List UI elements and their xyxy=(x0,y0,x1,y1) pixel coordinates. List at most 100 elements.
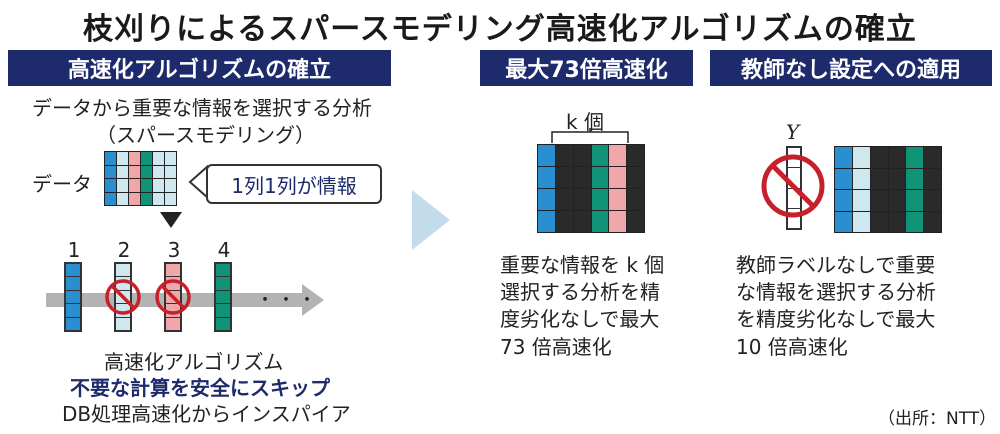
column-bar-4 xyxy=(214,262,232,332)
left-caption-1: 高速化アルゴリズム xyxy=(104,350,284,374)
column-number: 3 xyxy=(167,238,181,262)
matrix-cell xyxy=(870,168,889,190)
left-caption-2: 不要な計算を安全にスキップ xyxy=(70,376,330,400)
middle-description: 重要な情報を k 個 選択する分析を精 度劣化なしで最大 73 倍高速化 xyxy=(500,252,664,361)
middle-text-line: 度劣化なしで最大 xyxy=(500,307,660,332)
info-bubble: 1列1列が情報 xyxy=(206,164,382,204)
matrix-cell xyxy=(141,179,153,193)
matrix-cell xyxy=(538,211,556,233)
matrix-cell xyxy=(105,192,117,206)
matrix-cell xyxy=(117,165,129,179)
k-bracket xyxy=(551,128,629,143)
matrix-cell xyxy=(105,179,117,193)
matrix-cell xyxy=(906,168,925,190)
matrix-cell xyxy=(117,192,129,206)
matrix-cell xyxy=(555,211,574,233)
middle-panel-header: 最大73倍高速化 xyxy=(480,50,693,86)
source-note: （出所：NTT） xyxy=(878,409,997,429)
prohibited-icon xyxy=(105,279,141,315)
matrix-cell xyxy=(924,168,942,190)
data-matrix xyxy=(104,151,177,206)
matrix-cell xyxy=(105,165,117,179)
matrix-cell xyxy=(141,165,153,179)
matrix-cell xyxy=(129,152,141,166)
matrix-cell xyxy=(153,165,165,179)
right-text-line: な情報を選択する分析 xyxy=(736,280,936,305)
column-bar-1 xyxy=(64,262,82,332)
matrix-cell xyxy=(117,152,129,166)
matrix-cell xyxy=(906,190,925,212)
matrix-cell xyxy=(852,190,871,212)
matrix-cell xyxy=(835,168,853,190)
left-desc-line2: （スパースモデリング） xyxy=(96,123,315,147)
left-panel-header: 高速化アルゴリズムの確立 xyxy=(8,50,391,86)
matrix-cell xyxy=(573,167,592,189)
matrix-cell xyxy=(538,167,556,189)
matrix-cell xyxy=(609,145,628,167)
matrix-cell xyxy=(906,211,925,233)
matrix-cell xyxy=(870,190,889,212)
matrix-cell xyxy=(906,147,925,169)
prohibited-icon xyxy=(155,279,191,315)
matrix-cell xyxy=(888,190,907,212)
matrix-cell xyxy=(129,192,141,206)
matrix-cell xyxy=(153,179,165,193)
matrix-cell xyxy=(555,189,574,211)
matrix-cell xyxy=(141,192,153,206)
matrix-cell xyxy=(609,167,628,189)
matrix-cell xyxy=(165,192,177,206)
main-title: 枝刈りによるスパースモデリング高速化アルゴリズムの確立 xyxy=(83,12,917,47)
left-desc-line1: データから重要な情報を選択する分析 xyxy=(32,96,372,120)
matrix-cell xyxy=(852,211,871,233)
flow-arrow-icon xyxy=(412,190,450,250)
matrix-cell xyxy=(835,147,853,169)
column-number: 2 xyxy=(117,238,131,262)
matrix-cell xyxy=(591,211,610,233)
matrix-cell xyxy=(165,152,177,166)
right-text-line: 10 倍高速化 xyxy=(736,334,848,359)
matrix-cell xyxy=(129,179,141,193)
right-text-line: 教師ラベルなしで重要 xyxy=(736,253,936,277)
matrix-cell xyxy=(573,211,592,233)
matrix-cell xyxy=(627,211,645,233)
matrix-cell xyxy=(888,147,907,169)
bubble-pointer xyxy=(188,164,208,200)
matrix-cell xyxy=(888,211,907,233)
down-arrow-icon xyxy=(160,212,182,228)
matrix-cell xyxy=(105,152,117,166)
matrix-cell xyxy=(117,179,129,193)
matrix-cell xyxy=(627,167,645,189)
matrix-cell xyxy=(591,167,610,189)
matrix-cell xyxy=(852,168,871,190)
matrix-cell xyxy=(555,145,574,167)
matrix-cell xyxy=(924,190,942,212)
matrix-cell xyxy=(538,189,556,211)
column-number: 1 xyxy=(67,238,81,262)
column-number: 4 xyxy=(217,238,231,262)
matrix-cell xyxy=(609,211,628,233)
middle-text-line: 重要な情報を k 個 xyxy=(500,253,665,277)
unsupervised-matrix xyxy=(834,146,942,233)
matrix-cell xyxy=(870,211,889,233)
data-label: データ xyxy=(32,172,92,196)
left-caption-3: DB処理高速化からインスパイア xyxy=(62,402,351,426)
matrix-cell xyxy=(835,190,853,212)
middle-text-line: 73 倍高速化 xyxy=(500,334,612,359)
right-description: 教師ラベルなしで重要 な情報を選択する分析 を精度劣化なしで最大 10 倍高速化 xyxy=(736,252,936,361)
matrix-cell xyxy=(538,145,556,167)
right-text-line: を精度劣化なしで最大 xyxy=(736,307,936,332)
k-label: k 個 xyxy=(566,110,604,134)
matrix-cell xyxy=(591,145,610,167)
matrix-cell xyxy=(888,168,907,190)
matrix-cell xyxy=(627,145,645,167)
matrix-cell xyxy=(129,165,141,179)
matrix-cell xyxy=(555,167,574,189)
matrix-cell xyxy=(924,147,942,169)
matrix-cell xyxy=(573,189,592,211)
matrix-cell xyxy=(627,189,645,211)
matrix-cell xyxy=(141,152,153,166)
continuation-dots: ・・・ xyxy=(256,290,319,311)
matrix-cell xyxy=(153,152,165,166)
matrix-cell xyxy=(835,211,853,233)
matrix-cell xyxy=(609,189,628,211)
